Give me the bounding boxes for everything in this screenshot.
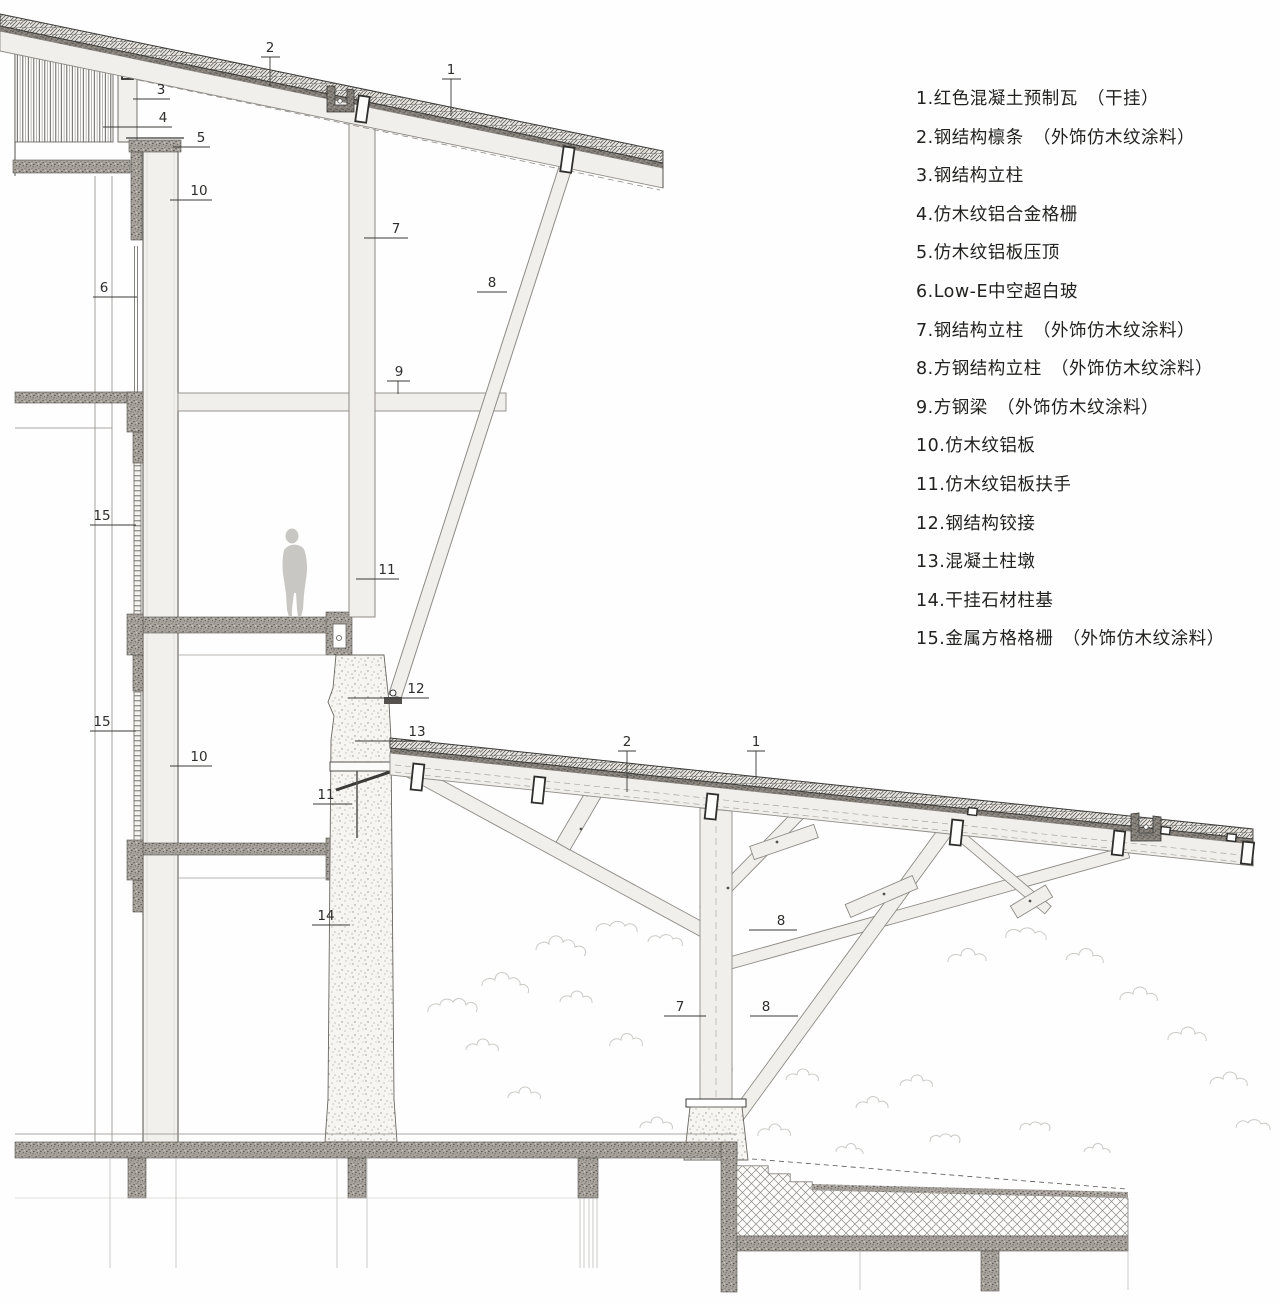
legend-item: 8.方钢结构立柱 （外饰仿木纹涂料） <box>916 359 1213 380</box>
callout-label: 1 <box>446 62 456 78</box>
callout-label: 10 <box>190 749 208 765</box>
legend-item: 2.钢结构檩条 （外饰仿木纹涂料） <box>916 127 1195 148</box>
human-silhouette <box>282 528 308 617</box>
ground-structure <box>14 1133 738 1268</box>
callout-label: 15 <box>93 508 111 524</box>
canopy-mortar-layer <box>390 748 1253 844</box>
callout-label: 2 <box>622 734 632 750</box>
legend-item: 10.仿木纹铝板 <box>916 436 1036 457</box>
roof-gutter <box>326 85 355 113</box>
legend-item: 5.仿木纹铝板压顶 <box>916 243 1060 264</box>
legend-item: 11.仿木纹铝板扶手 <box>916 474 1072 495</box>
wall-aluminium-panel <box>142 143 179 1142</box>
glazing <box>134 246 138 392</box>
metal-grid-lattice-upper <box>133 462 142 619</box>
legend-item: 6.Low-E中空超白玻 <box>916 281 1079 302</box>
upper-left-slab <box>14 391 144 464</box>
callout-label: 8 <box>776 913 786 929</box>
truss-brace-right <box>729 817 959 1123</box>
purlin <box>559 145 576 174</box>
concrete-pier <box>324 654 398 1143</box>
sunken-slab <box>720 1141 1129 1293</box>
legend-item: 15.金属方格格栅 （外饰仿木纹涂料） <box>916 629 1225 650</box>
canopy-gutter <box>1130 812 1162 842</box>
legend-item: 12.钢结构铰接 <box>916 513 1036 534</box>
truss-plate <box>844 875 919 918</box>
left-building <box>12 41 362 1142</box>
legend-item: 13.混凝土柱墩 <box>916 552 1036 573</box>
callout-label: 8 <box>761 999 771 1015</box>
fill-layer <box>736 1165 1129 1237</box>
coping <box>126 137 184 241</box>
callout-leaders <box>90 56 798 1017</box>
square-steel-beam <box>177 392 507 412</box>
ground-slab <box>14 1141 738 1159</box>
callout-label: 11 <box>317 787 335 803</box>
callout-label: 15 <box>93 714 111 730</box>
canopy-roof <box>389 737 1256 867</box>
canopy-purlins <box>409 762 1256 866</box>
legend-item: 3.钢结构立柱 <box>916 166 1024 187</box>
legend-item: 1.红色混凝土预制瓦 （干挂） <box>916 89 1159 109</box>
callout-label: 1 <box>751 734 761 750</box>
callout-label: 3 <box>156 82 166 98</box>
upper-roof <box>0 13 664 191</box>
callout-label: 2 <box>265 40 275 56</box>
legend-item: 4.仿木纹铝合金格栅 <box>916 204 1078 225</box>
material-legend: 1.红色混凝土预制瓦 （干挂） 2.钢结构檩条 （外饰仿木纹涂料） 3.钢结构立… <box>916 88 1225 667</box>
truss-plate <box>1009 884 1054 919</box>
callout-label: 14 <box>317 908 335 924</box>
balcony-slab <box>12 159 131 174</box>
gallery-floor-slab <box>126 611 353 656</box>
steel-column-interior <box>348 121 376 618</box>
legend-item: 14.干挂石材柱基 <box>916 590 1054 611</box>
callout-label: 13 <box>408 724 426 740</box>
retaining-wall <box>720 1141 738 1293</box>
downstand-beam <box>347 1157 367 1199</box>
callout-label: 12 <box>407 681 425 697</box>
callout-label: 9 <box>394 364 404 380</box>
legend-item: 7.钢结构立柱 （外饰仿木纹涂料） <box>916 320 1195 341</box>
callout-label: 5 <box>196 130 206 146</box>
downstand-beam <box>577 1157 599 1199</box>
slab-bottom-layer <box>736 1235 1129 1252</box>
downstand-beam <box>980 1250 1000 1292</box>
downstand-beam <box>127 1157 147 1199</box>
callout-label: 7 <box>391 221 401 237</box>
callout-label: 11 <box>378 562 396 578</box>
canopy-bolt-plates <box>966 806 1238 843</box>
callout-label: 8 <box>487 275 497 291</box>
callout-label: 10 <box>190 183 208 199</box>
metal-grid-lattice-lower <box>133 691 142 843</box>
slab-top-layer <box>812 1184 1128 1198</box>
purlin <box>354 94 371 124</box>
legend-item: 9.方钢梁 （外饰仿木纹涂料） <box>916 397 1159 418</box>
inclined-steel-strut-upper <box>388 157 575 699</box>
steel-hinge <box>384 689 402 704</box>
shrub-outlines <box>427 920 1271 1155</box>
callout-label: 6 <box>99 280 109 296</box>
callout-label: 7 <box>675 999 685 1015</box>
truss-plate <box>749 823 819 861</box>
callout-label: 4 <box>158 110 168 126</box>
